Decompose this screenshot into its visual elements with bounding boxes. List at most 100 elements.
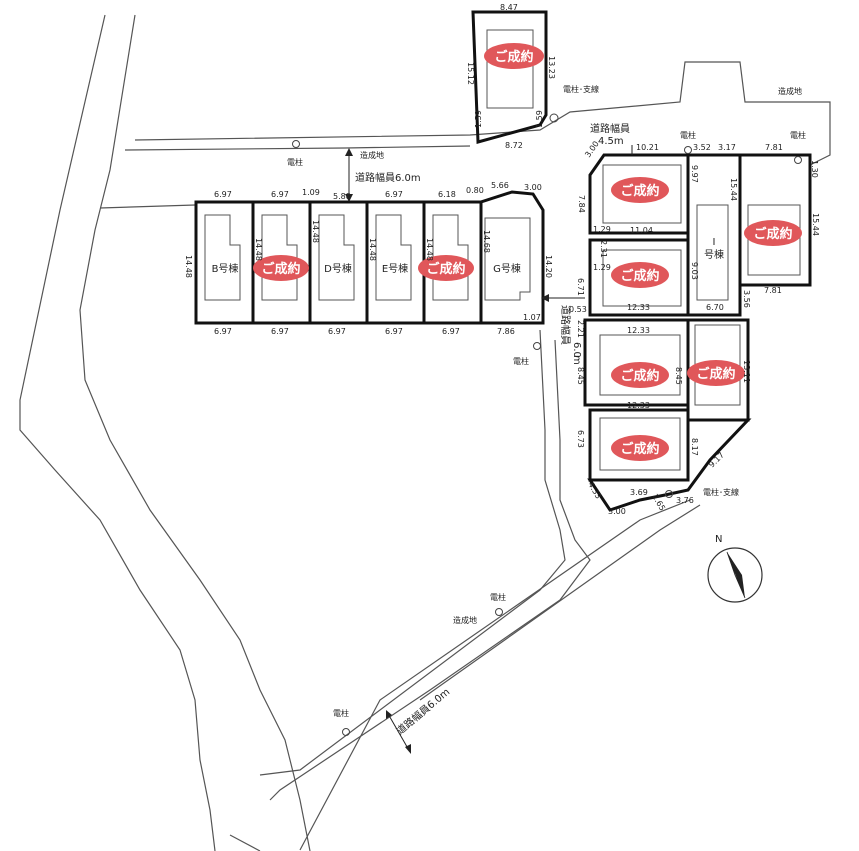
road-label-side-c: m bbox=[571, 355, 582, 365]
dimension-label: 14.48 bbox=[254, 238, 263, 261]
sold-badge: ご成約 bbox=[687, 360, 745, 386]
dimension-label: 5.66 bbox=[491, 181, 509, 190]
dimension-label: 8.72 bbox=[505, 141, 523, 150]
lot-label-b: B号棟 bbox=[212, 262, 239, 275]
dimension-label: 7.84 bbox=[577, 195, 586, 213]
sold-badge: ご成約 bbox=[418, 255, 474, 281]
road-label-side-b: 6.0 bbox=[571, 342, 582, 358]
dimension-label: 14.48 bbox=[425, 238, 434, 261]
dimension-label: 7.81 bbox=[764, 286, 782, 295]
sold-badge: ご成約 bbox=[611, 435, 669, 461]
dimension-label: 1.59 bbox=[535, 110, 544, 128]
dimension-label: 6.70 bbox=[706, 303, 724, 312]
north-compass: N bbox=[707, 534, 763, 603]
dimension-label: 6.71 bbox=[576, 278, 585, 296]
road-label-upper-right-b: 4.5m bbox=[598, 136, 624, 147]
dimension-label: 3.52 bbox=[693, 143, 711, 152]
zosei-label: 造成地 bbox=[360, 150, 384, 160]
dimension-label: 6.97 bbox=[271, 190, 289, 199]
road-label-main-top: 道路幅員6.0m bbox=[355, 171, 421, 184]
dimension-label: 12.33 bbox=[627, 303, 650, 312]
dimension-label: ご成約 bbox=[620, 441, 659, 457]
dimension-label: 13.23 bbox=[547, 56, 556, 79]
dimension-label: 13.11 bbox=[742, 360, 751, 383]
dimension-label: ご成約 bbox=[620, 268, 659, 284]
pole-label: 電柱 bbox=[490, 592, 506, 602]
pole-marker bbox=[495, 608, 503, 616]
road-width-arrows bbox=[345, 145, 633, 754]
pole-marker bbox=[794, 156, 802, 164]
dimension-label: ご成約 bbox=[426, 261, 465, 277]
dimension-label: 8.47 bbox=[500, 3, 518, 12]
sold-badge: ご成約 bbox=[611, 262, 669, 288]
dimension-label: 3.00 bbox=[608, 507, 626, 516]
pole-marker bbox=[533, 342, 541, 350]
dimension-label: 7.81 bbox=[765, 143, 783, 152]
sold-badge: ご成約 bbox=[611, 177, 669, 203]
pole-label: 電柱 bbox=[680, 130, 696, 140]
pole-marker bbox=[292, 140, 300, 148]
dimension-label: ご成約 bbox=[753, 226, 792, 242]
dimension-label: 8.45 bbox=[674, 367, 683, 385]
dimension-label: 6.97 bbox=[328, 327, 346, 336]
dimension-label: 8.45 bbox=[576, 367, 585, 385]
sold-badge: ご成約 bbox=[611, 362, 669, 388]
dimension-label: 11.04 bbox=[630, 226, 653, 235]
pole-labels: 電柱 電柱･支線 電柱 電柱 電柱 電柱 電柱 電柱･支線 造成地 造成地 造成… bbox=[287, 84, 806, 718]
dimension-label: 6.97 bbox=[385, 190, 403, 199]
dimension-label: 6.97 bbox=[442, 327, 460, 336]
dimension-label: 14.68 bbox=[482, 230, 491, 253]
dimension-label: 9.97 bbox=[690, 165, 699, 183]
dimension-label: 6.97 bbox=[214, 327, 232, 336]
dimension-label: 3.69 bbox=[630, 488, 648, 497]
dimension-label: 0.53 bbox=[569, 305, 587, 314]
dimension-label: 9.17 bbox=[707, 450, 726, 469]
dimension-label: 2.31 bbox=[599, 240, 608, 258]
utility-poles bbox=[292, 113, 802, 736]
lot-label-d: D号棟 bbox=[324, 262, 352, 275]
road-label-upper-right-a: 道路幅員 bbox=[590, 122, 630, 135]
pole-branch-label: 電柱･支線 bbox=[563, 84, 599, 94]
lot-label-g: G号棟 bbox=[493, 262, 521, 275]
zosei-label: 造成地 bbox=[453, 615, 477, 625]
lot-label-i-bottom: 号棟 bbox=[704, 248, 724, 261]
dimension-label: 14.48 bbox=[368, 238, 377, 261]
dimension-label: 10.21 bbox=[636, 143, 659, 152]
dimension-label: ご成約 bbox=[261, 261, 300, 277]
dimension-label: ご成約 bbox=[494, 49, 533, 65]
dimension-label: 15.12 bbox=[466, 62, 475, 85]
dimension-label: 14.20 bbox=[544, 255, 553, 278]
sold-badges: ご成約 ご成約 ご成約 ご成約 ご成約 ご成約 ご成約 ご成約 bbox=[253, 43, 802, 461]
lot-label-e: E号棟 bbox=[382, 262, 408, 275]
dimension-label: 6.73 bbox=[576, 430, 585, 448]
dimension-label: 9.03 bbox=[690, 262, 699, 280]
pole-marker bbox=[549, 113, 559, 123]
dimension-label: 1.09 bbox=[302, 188, 320, 197]
zosei-label: 造成地 bbox=[778, 86, 802, 96]
dimension-label: 1.59 bbox=[474, 110, 483, 128]
dimension-label: 8.17 bbox=[690, 438, 699, 456]
dimension-label: ご成約 bbox=[696, 366, 735, 382]
dimension-label: 1.30 bbox=[810, 160, 819, 178]
pole-marker bbox=[665, 490, 673, 498]
dimension-label: 1.29 bbox=[593, 263, 611, 272]
pole-label: 電柱 bbox=[333, 708, 349, 718]
dimension-label: 0.80 bbox=[466, 186, 484, 195]
dimension-label: 2.21 bbox=[576, 320, 585, 338]
dimension-label: ご成約 bbox=[620, 183, 659, 199]
dimension-label: 3.76 bbox=[676, 496, 694, 505]
pole-label: 電柱 bbox=[790, 130, 806, 140]
dimension-label: 3.56 bbox=[742, 290, 751, 308]
pole-marker bbox=[684, 146, 692, 154]
lot-labels: B号棟 D号棟 E号棟 G号棟 I 号棟 bbox=[212, 237, 724, 275]
pole-branch-label: 電柱･支線 bbox=[703, 487, 739, 497]
dimension-label: 7.86 bbox=[497, 327, 515, 336]
dimension-label: 1.07 bbox=[523, 313, 541, 322]
dimension-label: 14.48 bbox=[311, 220, 320, 243]
sold-badge: ご成約 bbox=[253, 255, 309, 281]
dimension-label: 3.00 bbox=[524, 183, 542, 192]
lot-label-i-top: I bbox=[713, 237, 716, 248]
sold-badge: ご成約 bbox=[484, 43, 544, 69]
sold-badge: ご成約 bbox=[744, 220, 802, 246]
